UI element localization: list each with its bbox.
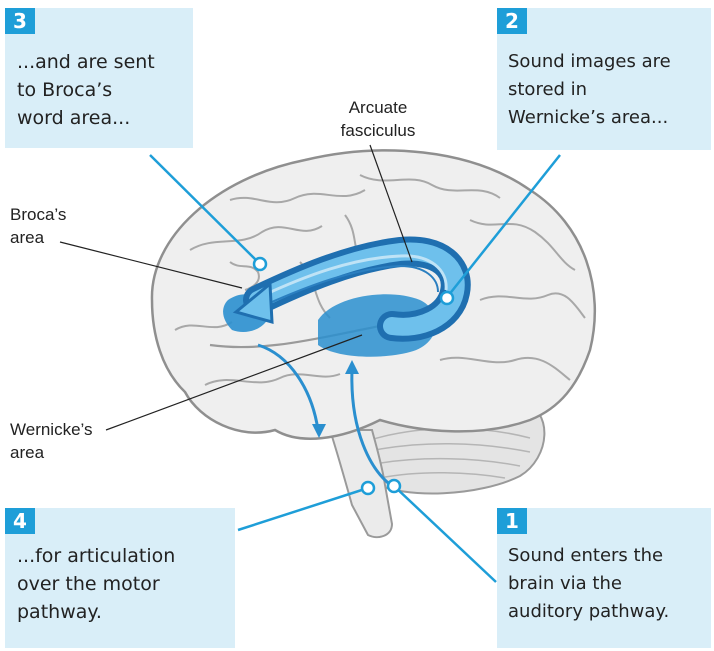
- brocas-area-label: Broca’s area: [10, 203, 66, 249]
- callout-2-text: Sound images are stored in Wernicke’s ar…: [508, 48, 671, 132]
- arcuate-fasciculus-label: Arcuate fasciculus: [333, 96, 423, 142]
- callout-1-text: Sound enters the brain via the auditory …: [508, 542, 669, 626]
- callout-4-text: ...for articulation over the motor pathw…: [17, 542, 175, 626]
- step-number-2: 2: [497, 8, 527, 34]
- step-number-4: 4: [5, 508, 35, 534]
- callout-step-2: 2 Sound images are stored in Wernicke’s …: [497, 8, 711, 150]
- callout-step-3: 3 ...and are sent to Broca’s word area..…: [5, 8, 193, 148]
- callout-step-4: 4 ...for articulation over the motor pat…: [5, 508, 235, 648]
- callout-3-text: ...and are sent to Broca’s word area...: [17, 48, 155, 132]
- callout-step-1: 1 Sound enters the brain via the auditor…: [497, 508, 711, 648]
- step-number-1: 1: [497, 508, 527, 534]
- step-number-3: 3: [5, 8, 35, 34]
- wernickes-area-label: Wernicke’s area: [10, 418, 93, 464]
